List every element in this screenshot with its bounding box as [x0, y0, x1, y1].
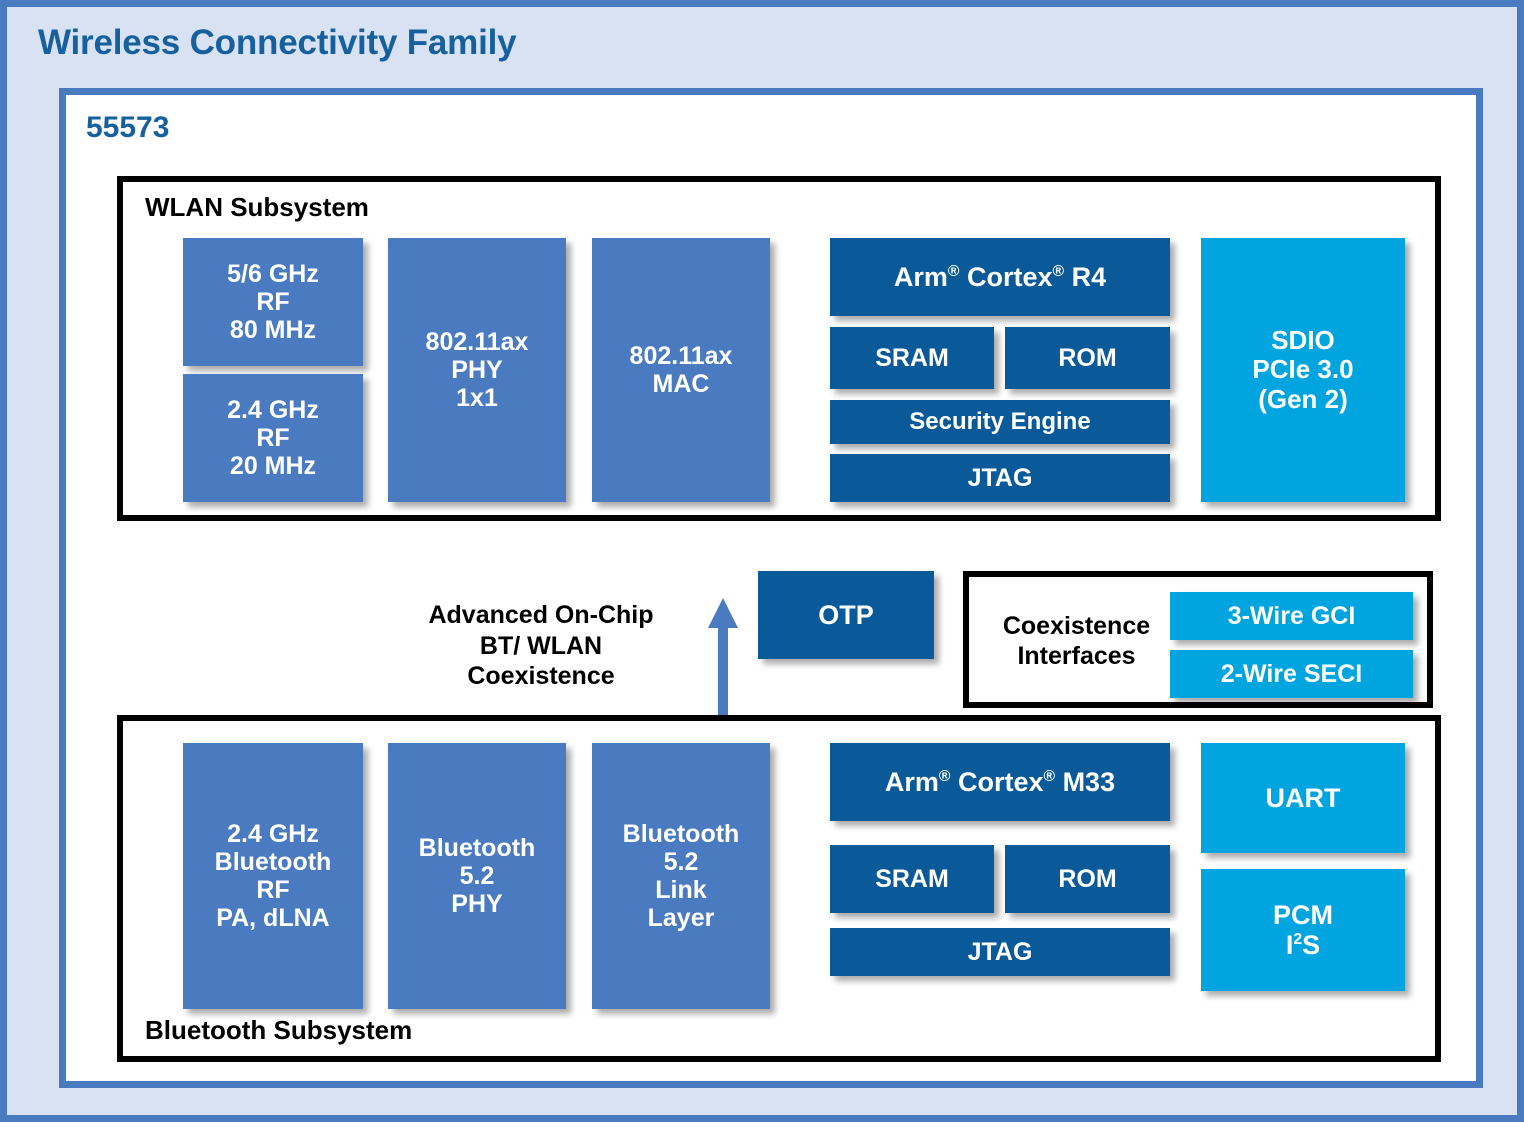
wlan-phy-block: 802.11ax PHY 1x1 [388, 238, 566, 502]
wlan-rf-24ghz-block: 2.4 GHz RF 20 MHz [183, 374, 363, 502]
wlan-cpu-mid: Cortex [966, 261, 1053, 292]
bt-cpu-suffix: M33 [1062, 766, 1116, 797]
bt-rf-line4: PA, dLNA [216, 904, 330, 932]
chip-id-label: 55573 [86, 111, 170, 144]
wlan-rom-label: ROM [1058, 344, 1117, 372]
coex-2wire-seci-label: 2-Wire SECI [1220, 660, 1363, 688]
bt-rom-block: ROM [1005, 845, 1170, 913]
wlan-phy-line2: PHY [451, 356, 503, 384]
bluetooth-subsystem-box: Bluetooth Subsystem 2.4 GHz Bluetooth RF… [117, 715, 1441, 1062]
bt-phy-line1: Bluetooth [418, 834, 536, 862]
wlan-jtag-block: JTAG [830, 454, 1170, 502]
wlan-security-engine-block: Security Engine [830, 400, 1170, 444]
otp-block: OTP [758, 571, 934, 659]
wlan-rf-56ghz-line1: 5/6 GHz [227, 260, 319, 288]
wlan-cpu-suffix: R4 [1071, 261, 1107, 292]
wlan-mac-block: 802.11ax MAC [592, 238, 770, 502]
chip-panel: 55573 WLAN Subsystem 5/6 GHz RF 80 MHz 2… [59, 88, 1483, 1088]
coexistence-caption-line3: Coexistence [467, 662, 615, 690]
wlan-rf-56ghz-block: 5/6 GHz RF 80 MHz [183, 238, 363, 366]
coex-3wire-gci-block: 3-Wire GCI [1170, 592, 1413, 640]
wlan-jtag-label: JTAG [967, 464, 1033, 492]
wlan-host-interface-block: SDIO PCIe 3.0 (Gen 2) [1201, 238, 1405, 502]
bluetooth-subsystem-label: Bluetooth Subsystem [145, 1015, 413, 1045]
coexistence-caption-line2: BT/ WLAN [479, 631, 603, 660]
page-title: Wireless Connectivity Family [38, 23, 517, 62]
wlan-sram-label: SRAM [875, 344, 949, 372]
bt-rf-line1: 2.4 GHz [227, 820, 319, 848]
otp-label: OTP [818, 599, 874, 630]
bt-cpu-block: Arm® Cortex® M33 [830, 743, 1170, 821]
bt-phy-block: Bluetooth 5.2 PHY [388, 743, 566, 1009]
coex-box-label-line2: Interfaces [1017, 642, 1136, 670]
bt-pcm-line2-pre: I [1285, 930, 1294, 960]
bt-rf-block: 2.4 GHz Bluetooth RF PA, dLNA [183, 743, 363, 1009]
bt-uart-block: UART [1201, 743, 1405, 853]
coexistence-interfaces-box: Coexistence Interfaces 3-Wire GCI 2-Wire… [963, 571, 1433, 708]
bt-phy-line2: 5.2 [459, 862, 495, 890]
wlan-cpu-prefix: Arm [893, 261, 948, 292]
wlan-rf-24ghz-line2: RF [256, 424, 290, 452]
bt-pcm-line1: PCM [1273, 899, 1333, 930]
coexistence-interfaces-label: Coexistence Interfaces [989, 611, 1164, 671]
wlan-mac-line1: 802.11ax [629, 342, 733, 370]
bt-link-layer-block: Bluetooth 5.2 Link Layer [592, 743, 770, 1009]
bt-link-layer-line3: Link [655, 876, 707, 904]
bt-sram-label: SRAM [875, 865, 949, 893]
wlan-rom-block: ROM [1005, 327, 1170, 389]
wlan-rf-56ghz-line3: 80 MHz [229, 316, 317, 344]
coexistence-double-arrow-icon [708, 598, 738, 792]
bt-jtag-block: JTAG [830, 928, 1170, 976]
superscript-two: 2 [1293, 931, 1303, 948]
coexistence-caption: Advanced On-Chip BT/ WLAN Coexistence [376, 600, 706, 692]
bt-cpu-mid: Cortex [957, 766, 1044, 797]
registered-icon: ® [1043, 767, 1056, 785]
registered-icon: ® [1052, 262, 1065, 280]
wlan-phy-line1: 802.11ax [425, 328, 529, 356]
bt-rf-line2: Bluetooth [214, 848, 332, 876]
bt-jtag-label: JTAG [967, 938, 1033, 966]
bt-rom-label: ROM [1058, 865, 1117, 893]
wlan-subsystem-label: WLAN Subsystem [145, 192, 369, 222]
wlan-security-engine-label: Security Engine [909, 407, 1091, 435]
bt-phy-line3: PHY [451, 890, 503, 918]
bt-pcm-line2-post: S [1302, 930, 1321, 960]
coex-3wire-gci-label: 3-Wire GCI [1227, 602, 1356, 630]
coex-2wire-seci-block: 2-Wire SECI [1170, 650, 1413, 698]
wlan-phy-line3: 1x1 [456, 384, 498, 412]
wlan-cpu-block: Arm® Cortex® R4 [830, 238, 1170, 316]
bt-link-layer-line4: Layer [647, 904, 715, 932]
wlan-mac-line2: MAC [652, 370, 710, 398]
coex-box-label-line1: Coexistence [1002, 612, 1151, 640]
wlan-rf-56ghz-line2: RF [256, 288, 290, 316]
bt-sram-block: SRAM [830, 845, 994, 913]
wlan-rf-24ghz-line1: 2.4 GHz [227, 396, 319, 424]
bt-link-layer-line2: 5.2 [663, 848, 699, 876]
bt-rf-line3: RF [256, 876, 290, 904]
bt-cpu-prefix: Arm [884, 766, 939, 797]
wlan-host-if-line1: SDIO [1271, 325, 1335, 356]
bt-link-layer-line1: Bluetooth [622, 820, 740, 848]
bt-pcm-i2s-block: PCM I2S [1201, 869, 1405, 991]
registered-icon: ® [947, 262, 960, 280]
wlan-subsystem-box: WLAN Subsystem 5/6 GHz RF 80 MHz 2.4 GHz… [117, 176, 1441, 521]
wlan-rf-24ghz-line3: 20 MHz [229, 452, 317, 480]
wlan-host-if-line2: PCIe 3.0 [1252, 354, 1354, 385]
wlan-sram-block: SRAM [830, 327, 994, 389]
wlan-host-if-line3: (Gen 2) [1258, 383, 1348, 414]
registered-icon: ® [938, 767, 951, 785]
bt-uart-label: UART [1265, 782, 1341, 813]
coexistence-caption-line1: Advanced On-Chip [428, 601, 654, 629]
